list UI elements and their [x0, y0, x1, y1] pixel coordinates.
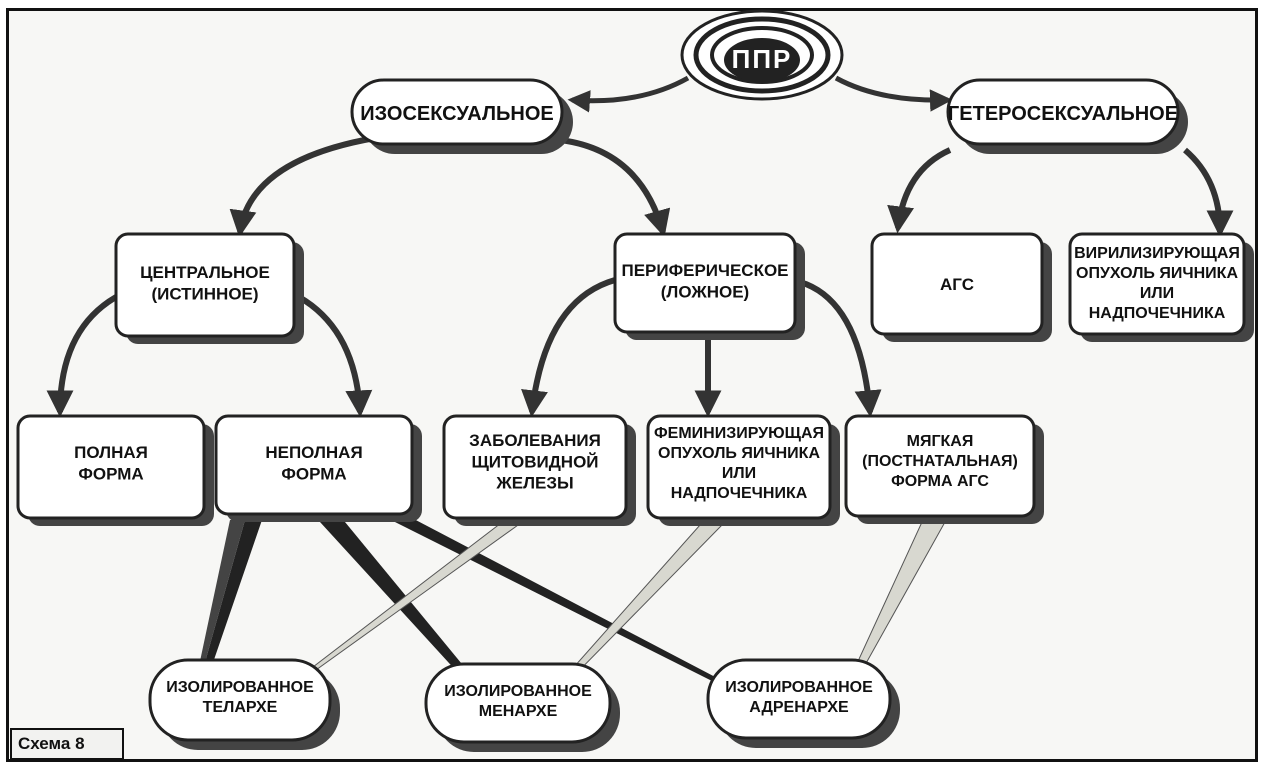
full-form-line: ПОЛНАЯ	[74, 443, 148, 462]
peripheral-label: ПЕРИФЕРИЧЕСКОЕ (ЛОЖНОЕ)	[621, 261, 788, 301]
feminizing-line: ОПУХОЛЬ ЯИЧНИКА	[658, 445, 820, 462]
wedge-incomplete-to-thelarche-a	[200, 520, 262, 680]
feminizing-line: ФЕМИНИЗИРУЮЩАЯ	[654, 425, 824, 442]
wedge-incomplete-to-thelarche-b	[196, 520, 245, 680]
virilizing-node: ВИРИЛИЗИРУЮЩАЯ ОПУХОЛЬ ЯИЧНИКА ИЛИ НАДПОЧЕЧ…	[1068, 232, 1254, 342]
thelarche-node: ИЗОЛИРОВАННОЕ ТЕЛАРХЕ	[148, 658, 340, 750]
thyroid-line: ЩИТОВИДНОЙ	[471, 452, 598, 471]
figure-caption: Схема 8	[10, 728, 124, 760]
mild-ags-node: МЯГКАЯ (ПОСТНАТАЛЬНАЯ) ФОРМА АГС	[844, 414, 1044, 524]
menarche-line: МЕНАРХЕ	[479, 703, 558, 720]
central-label: ЦЕНТРАЛЬНОЕ (ИСТИННОЕ)	[140, 263, 270, 303]
hetero-label: ГЕТЕРОСЕКСУАЛЬНОЕ	[948, 103, 1178, 125]
menarche-node: ИЗОЛИРОВАННОЕ МЕНАРХЕ	[424, 662, 620, 752]
arrow-root-to-iso	[567, 75, 690, 113]
wedge-thyroid-to-thelarche	[294, 519, 527, 681]
mild-line: ФОРМА АГС	[891, 473, 989, 490]
iso-label: ИЗОСЕКСУАЛЬНОЕ	[360, 103, 553, 125]
virilizing-label: ВИРИЛИЗИРУЮЩАЯ ОПУХОЛЬ ЯИЧНИКА ИЛИ НАДПОЧЕЧ…	[1074, 245, 1240, 322]
ags-line: АГС	[940, 275, 974, 294]
adrenarche-node: ИЗОЛИРОВАННОЕ АДРЕНАРХЕ	[706, 658, 900, 748]
iso-node: ИЗОСЕКСУАЛЬНОЕ	[350, 78, 573, 154]
incomplete-form-label: НЕПОЛНАЯ ФОРМА	[265, 443, 362, 483]
hetero-node: ГЕТЕРОСЕКСУАЛЬНОЕ	[946, 78, 1188, 154]
virilizing-line: НАДПОЧЕЧНИКА	[1089, 305, 1226, 322]
arrow-hetero-to-virilizing	[1183, 147, 1234, 238]
feminizing-node: ФЕМИНИЗИРУЮЩАЯ ОПУХОЛЬ ЯИЧНИКА ИЛИ НАДПОЧЕЧ…	[646, 414, 840, 526]
wedge-incomplete-to-adrenarche	[385, 517, 740, 690]
thelarche-label: ИЗОЛИРОВАННОЕ ТЕЛАРХЕ	[166, 679, 314, 716]
feminizing-label: ФЕМИНИЗИРУЮЩАЯ ОПУХОЛЬ ЯИЧНИКА ИЛИ НАДПОЧЕЧ…	[654, 425, 824, 502]
thelarche-line: ИЗОЛИРОВАННОЕ	[166, 679, 314, 696]
thyroid-label: ЗАБОЛЕВАНИЯ ЩИТОВИДНОЙ ЖЕЛЕЗЫ	[469, 431, 601, 493]
thyroid-node: ЗАБОЛЕВАНИЯ ЩИТОВИДНОЙ ЖЕЛЕЗЫ	[442, 414, 636, 526]
peripheral-line: (ЛОЖНОЕ)	[661, 282, 749, 301]
wedge-mild-to-adrenarche	[847, 521, 946, 684]
central-line: ЦЕНТРАЛЬНОЕ	[140, 263, 270, 282]
adrenarche-line: АДРЕНАРХЕ	[749, 699, 849, 716]
peripheral-node: ПЕРИФЕРИЧЕСКОЕ (ЛОЖНОЕ)	[613, 232, 805, 340]
ags-node: АГС	[870, 232, 1052, 342]
full-form-node: ПОЛНАЯ ФОРМА	[16, 414, 214, 526]
root-label: ППР	[732, 44, 793, 74]
virilizing-line: ОПУХОЛЬ ЯИЧНИКА	[1076, 265, 1238, 282]
mild-line: МЯГКАЯ	[907, 433, 974, 450]
arrow-hetero-to-ags	[887, 147, 952, 234]
full-form-line: ФОРМА	[78, 464, 143, 483]
root-node: ППР	[680, 9, 844, 101]
thelarche-line: ТЕЛАРХЕ	[203, 699, 278, 716]
thyroid-line: ЗАБОЛЕВАНИЯ	[469, 431, 601, 450]
adrenarche-line: ИЗОЛИРОВАННОЕ	[725, 679, 873, 696]
arrow-iso-to-peripheral	[559, 137, 671, 238]
feminizing-line: НАДПОЧЕЧНИКА	[671, 485, 808, 502]
mild-line: (ПОСТНАТАЛЬНАЯ)	[862, 453, 1018, 470]
central-line: (ИСТИННОЕ)	[151, 284, 258, 303]
menarche-label: ИЗОЛИРОВАННОЕ МЕНАРХЕ	[444, 683, 592, 720]
arrow-peripheral-to-thyroid	[521, 277, 616, 418]
menarche-line: ИЗОЛИРОВАННОЕ	[444, 683, 592, 700]
incomplete-form-line: НЕПОЛНАЯ	[265, 443, 362, 462]
virilizing-line: ВИРИЛИЗИРУЮЩАЯ	[1074, 245, 1240, 262]
adrenarche-label: ИЗОЛИРОВАННОЕ АДРЕНАРХЕ	[725, 679, 873, 716]
arrow-iso-to-central	[229, 135, 376, 238]
thyroid-line: ЖЕЛЕЗЫ	[495, 474, 573, 493]
feminizing-line: ИЛИ	[722, 465, 756, 482]
arrow-peripheral-to-mild	[799, 279, 882, 418]
central-node: ЦЕНТРАЛЬНОЕ (ИСТИННОЕ)	[114, 232, 304, 344]
incomplete-form-node: НЕПОЛНАЯ ФОРМА	[214, 414, 422, 522]
arrow-root-to-hetero	[834, 75, 953, 112]
wedge-feminizing-to-menarche	[556, 524, 724, 686]
ags-label: АГС	[940, 275, 974, 294]
virilizing-line: ИЛИ	[1140, 285, 1174, 302]
mild-ags-label: МЯГКАЯ (ПОСТНАТАЛЬНАЯ) ФОРМА АГС	[862, 433, 1018, 490]
peripheral-line: ПЕРИФЕРИЧЕСКОЕ	[621, 261, 788, 280]
full-form-label: ПОЛНАЯ ФОРМА	[74, 443, 148, 483]
incomplete-form-line: ФОРМА	[281, 464, 346, 483]
